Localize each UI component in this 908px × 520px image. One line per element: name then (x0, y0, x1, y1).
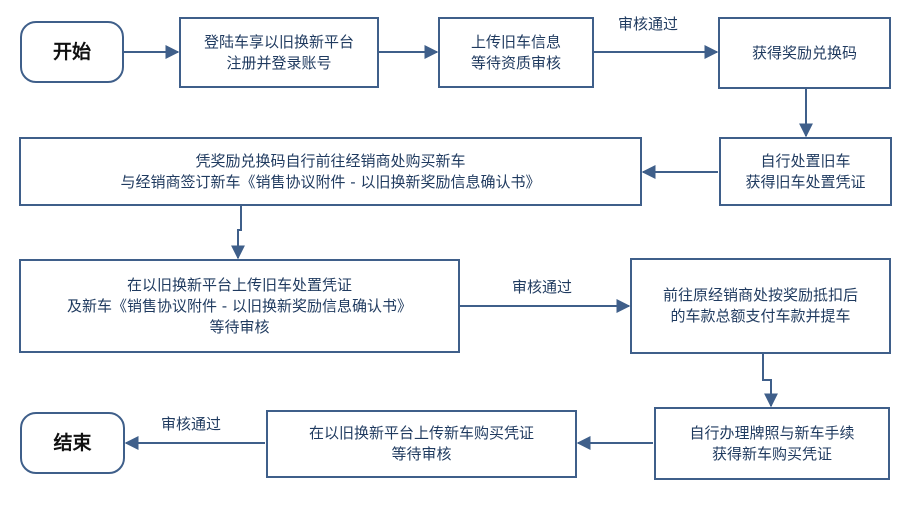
end-label: 结束 (53, 431, 92, 454)
start-node: 开始 (20, 21, 124, 83)
upload-purchase-line-2: 等待审核 (391, 445, 452, 463)
approved-label-3: 审核通过 (161, 415, 222, 433)
approved-label-1: 审核通过 (618, 15, 679, 33)
arrow-pay-pickup-to-license (762, 354, 778, 408)
license-step: 自行办理牌照与新车手续 获得新车购买凭证 (654, 407, 890, 480)
pay-pickup-line-2: 的车款总额支付车款并提车 (670, 307, 851, 325)
upload-old-car-step: 上传旧车信息 等待资质审核 (438, 17, 594, 88)
start-label: 开始 (52, 40, 91, 63)
buy-new-line-1: 凭奖励兑换码自行前往经销商处购买新车 (195, 151, 466, 170)
buy-new-line-2: 与经销商签订新车《销售协议附件 - 以旧换新奖励信息确认书》 (120, 172, 541, 191)
register-line-2: 注册并登录账号 (226, 53, 332, 72)
upload-old-line-2: 等待资质审核 (470, 53, 561, 72)
get-code-label: 获得奖励兑换码 (751, 43, 857, 62)
upload-proof-line-3: 等待审核 (209, 317, 270, 336)
upload-purchase-line-1: 在以旧换新平台上传新车购买凭证 (308, 424, 534, 442)
pay-pickup-line-1: 前往原经销商处按奖励抵扣后 (662, 286, 858, 304)
upload-proof-line-1: 在以旧换新平台上传旧车处置凭证 (126, 275, 352, 294)
buy-new-car-step: 凭奖励兑换码自行前往经销商处购买新车 与经销商签订新车《销售协议附件 - 以旧换… (19, 137, 642, 206)
dispose-old-line-2: 获得旧车处置凭证 (745, 172, 866, 191)
upload-purchase-step: 在以旧换新平台上传新车购买凭证 等待审核 (266, 410, 577, 478)
approved-label-2: 审核通过 (512, 278, 573, 296)
upload-old-line-1: 上传旧车信息 (470, 32, 561, 51)
end-node: 结束 (20, 412, 125, 474)
register-line-1: 登陆车享以旧换新平台 (203, 32, 354, 51)
arrow-buy-new-to-upload-proof (231, 206, 245, 260)
dispose-old-car-step: 自行处置旧车 获得旧车处置凭证 (719, 137, 892, 206)
dispose-old-line-1: 自行处置旧车 (760, 151, 851, 170)
upload-proof-step: 在以旧换新平台上传旧车处置凭证 及新车《销售协议附件 - 以旧换新奖励信息确认书… (19, 259, 460, 353)
upload-proof-line-2: 及新车《销售协议附件 - 以旧换新奖励信息确认书》 (67, 296, 412, 315)
pay-and-pickup-step: 前往原经销商处按奖励抵扣后 的车款总额支付车款并提车 (630, 258, 891, 354)
license-line-2: 获得新车购买凭证 (711, 444, 832, 463)
register-step: 登陆车享以旧换新平台 注册并登录账号 (179, 17, 379, 88)
get-code-step: 获得奖励兑换码 (718, 17, 891, 89)
license-line-1: 自行办理牌照与新车手续 (689, 423, 855, 442)
